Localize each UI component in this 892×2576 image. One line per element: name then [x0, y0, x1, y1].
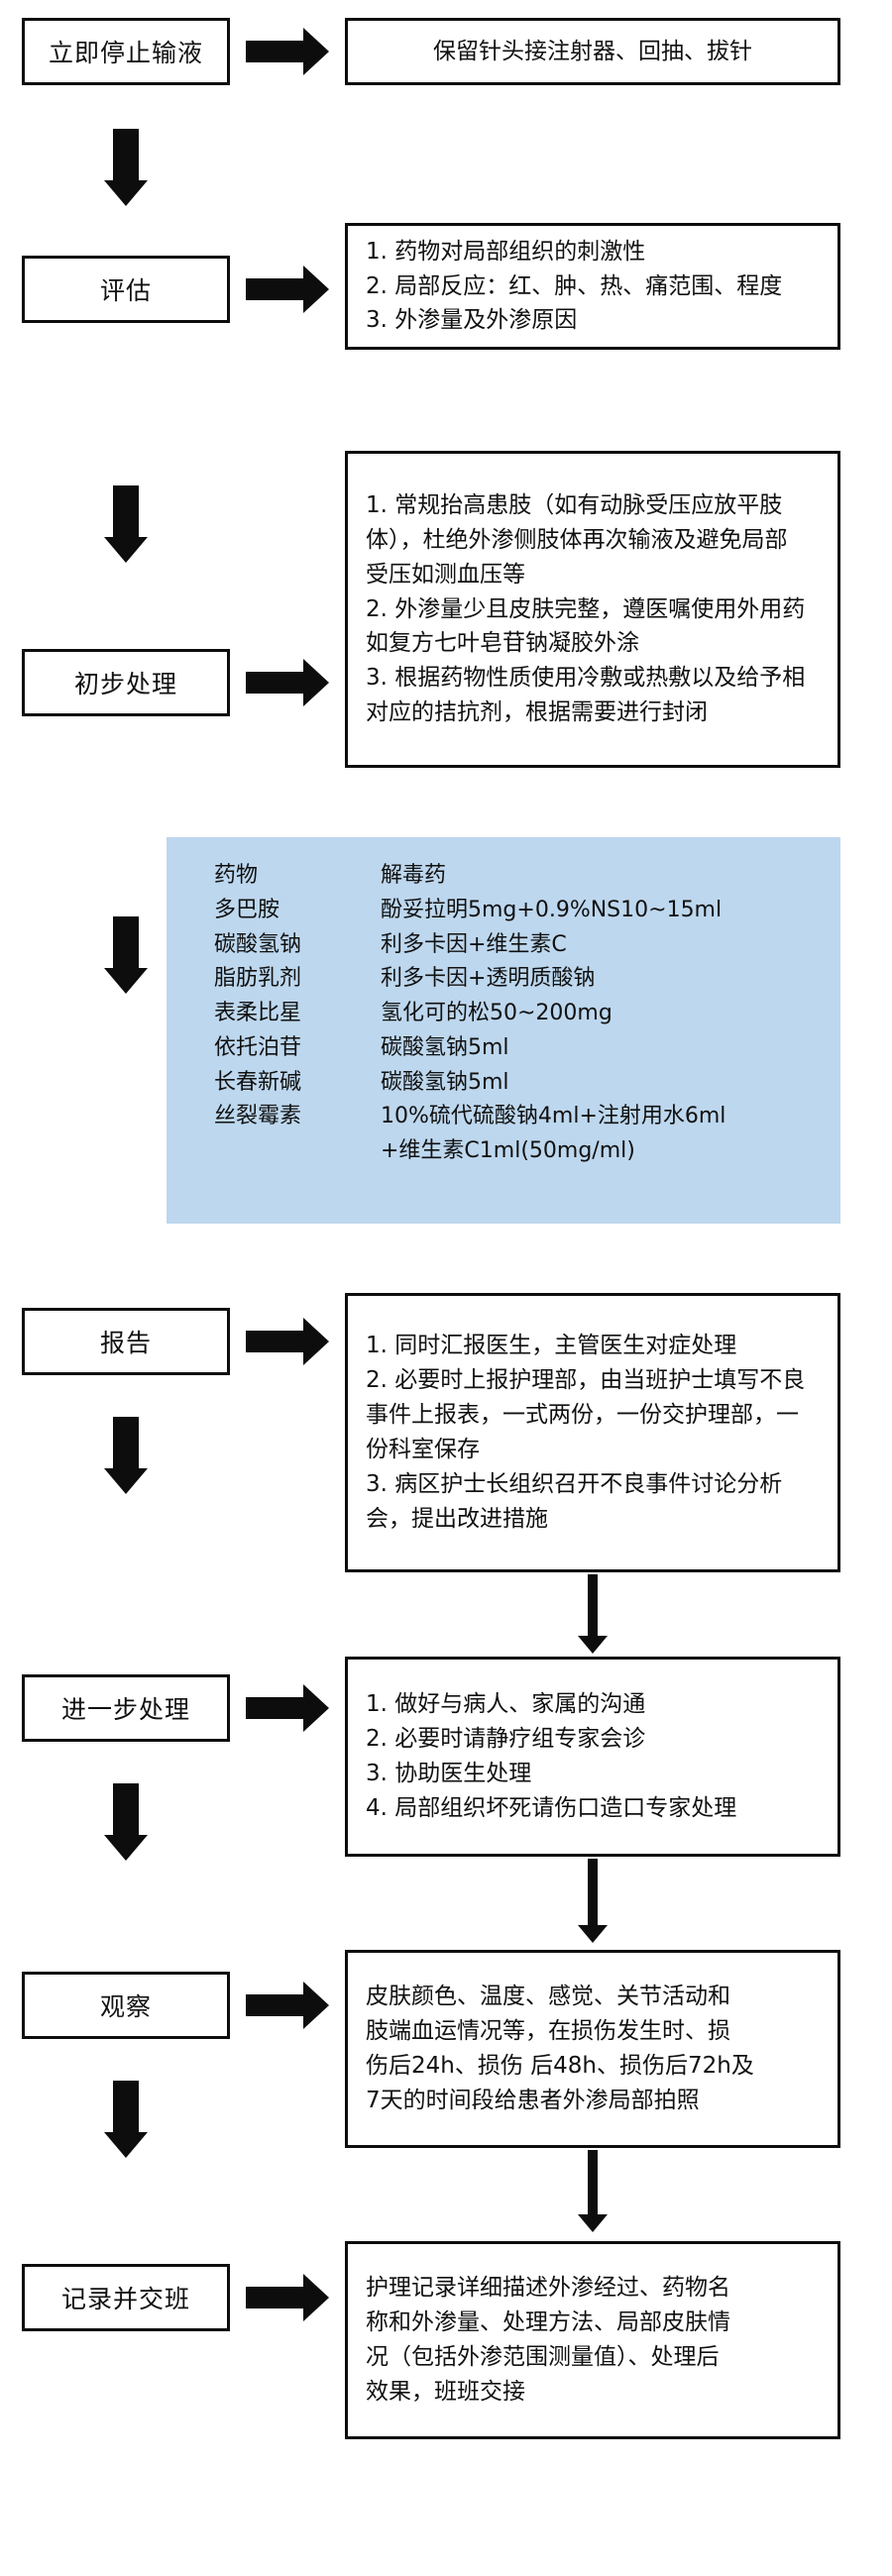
drug-name: 表柔比星 — [214, 1001, 302, 1025]
detail-line: 份科室保存 — [366, 1437, 480, 1462]
detail-box-further-treatment: 1. 做好与病人、家属的沟通 2. 必要时请静疗组专家会诊 3. 协助医生处理 … — [345, 1657, 840, 1857]
detail-box-assessment: 1. 药物对局部组织的刺激性 2. 局部反应：红、肿、热、痛范围、程度 3. 外… — [345, 223, 840, 350]
drug-name: 碳酸氢钠 — [214, 931, 302, 957]
stage-box-further-treatment[interactable]: 进一步处理 — [22, 1674, 230, 1742]
detail-line: 护理记录详细描述外渗经过、药物名 — [366, 2275, 730, 2302]
antidote-name: 碳酸氢钠5ml — [381, 1069, 509, 1095]
detail-line: 况（包括外渗范围测量值）、处理后 — [366, 2344, 720, 2370]
stage-box-record-handover[interactable]: 记录并交班 — [22, 2264, 230, 2331]
detail-line: 3. 病区护士长组织召开不良事件讨论分析 — [366, 1470, 783, 1497]
antidote-name: 碳酸氢钠5ml — [381, 1034, 509, 1060]
antidote-table-row: 依托泊苷 碳酸氢钠5ml — [167, 1031, 840, 1066]
drug-name: 长春新碱 — [214, 1069, 302, 1095]
detail-line: 肢端血运情况等，在损伤发生时、损 — [366, 2018, 730, 2045]
detail-line: 7天的时间段给患者外渗局部拍照 — [366, 2087, 700, 2113]
detail-line: 2. 外渗量少且皮肤完整，遵医嘱使用外用药 — [366, 595, 806, 622]
column-header-drug: 药物 — [214, 863, 259, 888]
antidote-name: 10%硫代硫酸钠4ml+注射用水6ml — [381, 1104, 726, 1129]
detail-box-observation: 皮肤颜色、温度、感觉、关节活动和 肢端血运情况等，在损伤发生时、损 伤后24h、… — [345, 1950, 840, 2148]
detail-line: 2. 局部反应：红、肿、热、痛范围、程度 — [366, 272, 783, 299]
detail-text: 1. 常规抬高患肢（如有动脉受压应放平肢 体），杜绝外渗侧肢体再次输液及避免局部… — [366, 488, 820, 731]
detail-line: 2. 必要时请静疗组专家会诊 — [366, 1726, 646, 1753]
detail-box-report: 1. 同时汇报医生，主管医生对症处理 2. 必要时上报护理部，由当班护士填写不良… — [345, 1293, 840, 1572]
detail-line: 3. 协助医生处理 — [366, 1761, 532, 1786]
antidote-table-row: 脂肪乳剂 利多卡因+透明质酸钠 — [167, 962, 840, 997]
detail-text: 1. 药物对局部组织的刺激性 2. 局部反应：红、肿、热、痛范围、程度 3. 外… — [366, 235, 820, 339]
antidote-table-row: 长春新碱 碳酸氢钠5ml — [167, 1066, 840, 1101]
detail-line: 1. 常规抬高患肢（如有动脉受压应放平肢 — [366, 491, 783, 518]
detail-line: 3. 外渗量及外渗原因 — [366, 307, 578, 334]
antidote-table-row-continuation: +维生素C1ml(50mg/ml) — [167, 1134, 840, 1169]
drug-name: 脂肪乳剂 — [214, 966, 302, 992]
detail-line: 对应的拮抗剂，根据需要进行封闭 — [366, 699, 708, 726]
detail-line: 1. 做好与病人、家属的沟通 — [366, 1691, 646, 1718]
detail-text: 保留针头接注射器、回抽、拔针 — [366, 35, 820, 69]
stage-box-assessment[interactable]: 评估 — [22, 256, 230, 323]
antidote-table-row: 丝裂霉素 10%硫代硫酸钠4ml+注射用水6ml — [167, 1100, 840, 1134]
detail-text: 1. 做好与病人、家属的沟通 2. 必要时请静疗组专家会诊 3. 协助医生处理 … — [366, 1687, 820, 1826]
detail-line: 称和外渗量、处理方法、局部皮肤情 — [366, 2309, 730, 2336]
detail-line: 1. 药物对局部组织的刺激性 — [366, 238, 646, 265]
antidote-table-header: 药物 解毒药 — [167, 859, 840, 894]
drug-name: 多巴胺 — [214, 897, 280, 922]
drug-name: 丝裂霉素 — [214, 1104, 302, 1129]
detail-line: 保留针头接注射器、回抽、拔针 — [433, 38, 752, 64]
stage-label: 记录并交班 — [60, 2285, 190, 2313]
antidote-name: 氢化可的松50~200mg — [381, 1001, 613, 1025]
stage-box-stop-infusion[interactable]: 立即停止输液 — [22, 18, 230, 85]
detail-text: 1. 同时汇报医生，主管医生对症处理 2. 必要时上报护理部，由当班护士填写不良… — [366, 1329, 820, 1537]
detail-line: 4. 局部组织坏死请伤口造口专家处理 — [366, 1794, 737, 1821]
stage-label: 进一步处理 — [60, 1695, 190, 1724]
detail-line: 皮肤颜色、温度、感觉、关节活动和 — [366, 1984, 730, 2010]
stage-box-initial-treatment[interactable]: 初步处理 — [22, 649, 230, 716]
stage-label: 初步处理 — [73, 670, 177, 698]
antidote-table-row: 碳酸氢钠 利多卡因+维生素C — [167, 928, 840, 963]
column-header-antidote: 解毒药 — [381, 863, 447, 888]
detail-line: 伤后24h、损伤 后48h、损伤后72h及 — [366, 2053, 754, 2079]
antidote-table-row: 表柔比星 氢化可的松50~200mg — [167, 997, 840, 1031]
detail-box-stop-infusion: 保留针头接注射器、回抽、拔针 — [345, 18, 840, 85]
detail-line: 受压如测血压等 — [366, 561, 525, 588]
stage-label: 评估 — [99, 276, 152, 305]
antidote-name: +维生素C1ml(50mg/ml) — [381, 1138, 635, 1163]
stage-label: 报告 — [99, 1329, 152, 1357]
detail-line: 1. 同时汇报医生，主管医生对症处理 — [366, 1333, 737, 1359]
detail-text: 护理记录详细描述外渗经过、药物名 称和外渗量、处理方法、局部皮肤情 况（包括外渗… — [366, 2271, 820, 2410]
stage-label: 观察 — [99, 1992, 152, 2021]
antidote-name: 酚妥拉明5mg+0.9%NS10~15ml — [381, 897, 723, 922]
detail-box-record-handover: 护理记录详细描述外渗经过、药物名 称和外渗量、处理方法、局部皮肤情 况（包括外渗… — [345, 2241, 840, 2439]
detail-line: 会，提出改进措施 — [366, 1505, 548, 1532]
detail-line: 3. 根据药物性质使用冷敷或热敷以及给予相 — [366, 665, 806, 692]
detail-line: 2. 必要时上报护理部，由当班护士填写不良 — [366, 1367, 806, 1394]
detail-line: 体），杜绝外渗侧肢体再次输液及避免局部 — [366, 526, 788, 553]
stage-box-observation[interactable]: 观察 — [22, 1972, 230, 2039]
stage-box-report[interactable]: 报告 — [22, 1308, 230, 1375]
antidote-name: 利多卡因+维生素C — [381, 931, 567, 957]
antidote-name: 利多卡因+透明质酸钠 — [381, 966, 596, 992]
detail-line: 如复方七叶皂苷钠凝胶外涂 — [366, 630, 639, 657]
detail-text: 皮肤颜色、温度、感觉、关节活动和 肢端血运情况等，在损伤发生时、损 伤后24h、… — [366, 1980, 820, 2118]
antidote-table-panel: 药物 解毒药 多巴胺 酚妥拉明5mg+0.9%NS10~15ml 碳酸氢钠 利多… — [167, 837, 840, 1224]
stage-label: 立即停止输液 — [48, 39, 203, 67]
detail-line: 事件上报表，一式两份，一份交护理部，一 — [366, 1402, 799, 1429]
drug-name: 依托泊苷 — [214, 1034, 302, 1060]
detail-line: 效果，班班交接 — [366, 2378, 525, 2405]
detail-box-initial-treatment: 1. 常规抬高患肢（如有动脉受压应放平肢 体），杜绝外渗侧肢体再次输液及避免局部… — [345, 451, 840, 768]
antidote-table-row: 多巴胺 酚妥拉明5mg+0.9%NS10~15ml — [167, 894, 840, 928]
